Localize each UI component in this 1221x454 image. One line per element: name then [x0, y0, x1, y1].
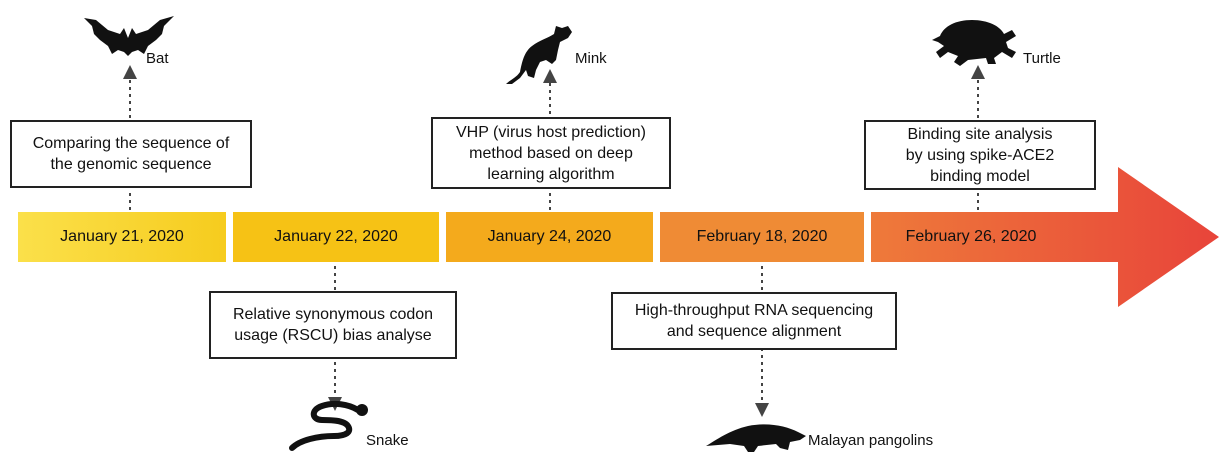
host-label-snake: Snake	[366, 432, 409, 449]
method-box-2: Relative synonymous codon usage (RSCU) b…	[209, 291, 457, 359]
method-text-2: Relative synonymous codon usage (RSCU) b…	[232, 306, 434, 344]
method-box-3: VHP (virus host prediction) method based…	[431, 117, 671, 189]
segment-bar-2	[233, 212, 439, 262]
segment-bar-1	[18, 212, 226, 262]
snake-icon	[289, 400, 361, 451]
date-label-5: February 26, 2020	[905, 228, 1037, 245]
method-text-5: Binding site analysis by using spike-ACE…	[905, 125, 1055, 185]
turtle-icon	[932, 20, 1016, 66]
date-label-2: January 22, 2020	[274, 228, 398, 245]
method-text-4: High-throughput RNA sequencing and seque…	[634, 302, 874, 340]
mink-icon	[506, 26, 572, 84]
method-text-3: VHP (virus host prediction) method based…	[456, 123, 646, 183]
date-label-1: January 21, 2020	[60, 228, 184, 245]
host-label-turtle: Turtle	[1023, 50, 1061, 67]
segment-bar-3	[446, 212, 653, 262]
date-label-4: February 18, 2020	[696, 228, 828, 245]
method-box-5: Binding site analysis by using spike-ACE…	[864, 120, 1096, 190]
segment-arrow-5	[871, 167, 1219, 307]
method-box-4: High-throughput RNA sequencing and seque…	[611, 292, 897, 350]
snake-head-icon	[356, 404, 368, 416]
bat-icon	[84, 16, 174, 56]
date-label-3: January 24, 2020	[487, 228, 612, 245]
segment-bar-4	[660, 212, 864, 262]
pangolin-icon	[706, 424, 806, 452]
method-box-1: Comparing the sequence of the genomic se…	[10, 120, 252, 188]
host-label-bat: Bat	[146, 50, 169, 67]
host-label-mink: Mink	[575, 50, 607, 67]
host-label-pangolin: Malayan pangolins	[808, 432, 934, 449]
method-text-1: Comparing the sequence of the genomic se…	[32, 135, 230, 173]
